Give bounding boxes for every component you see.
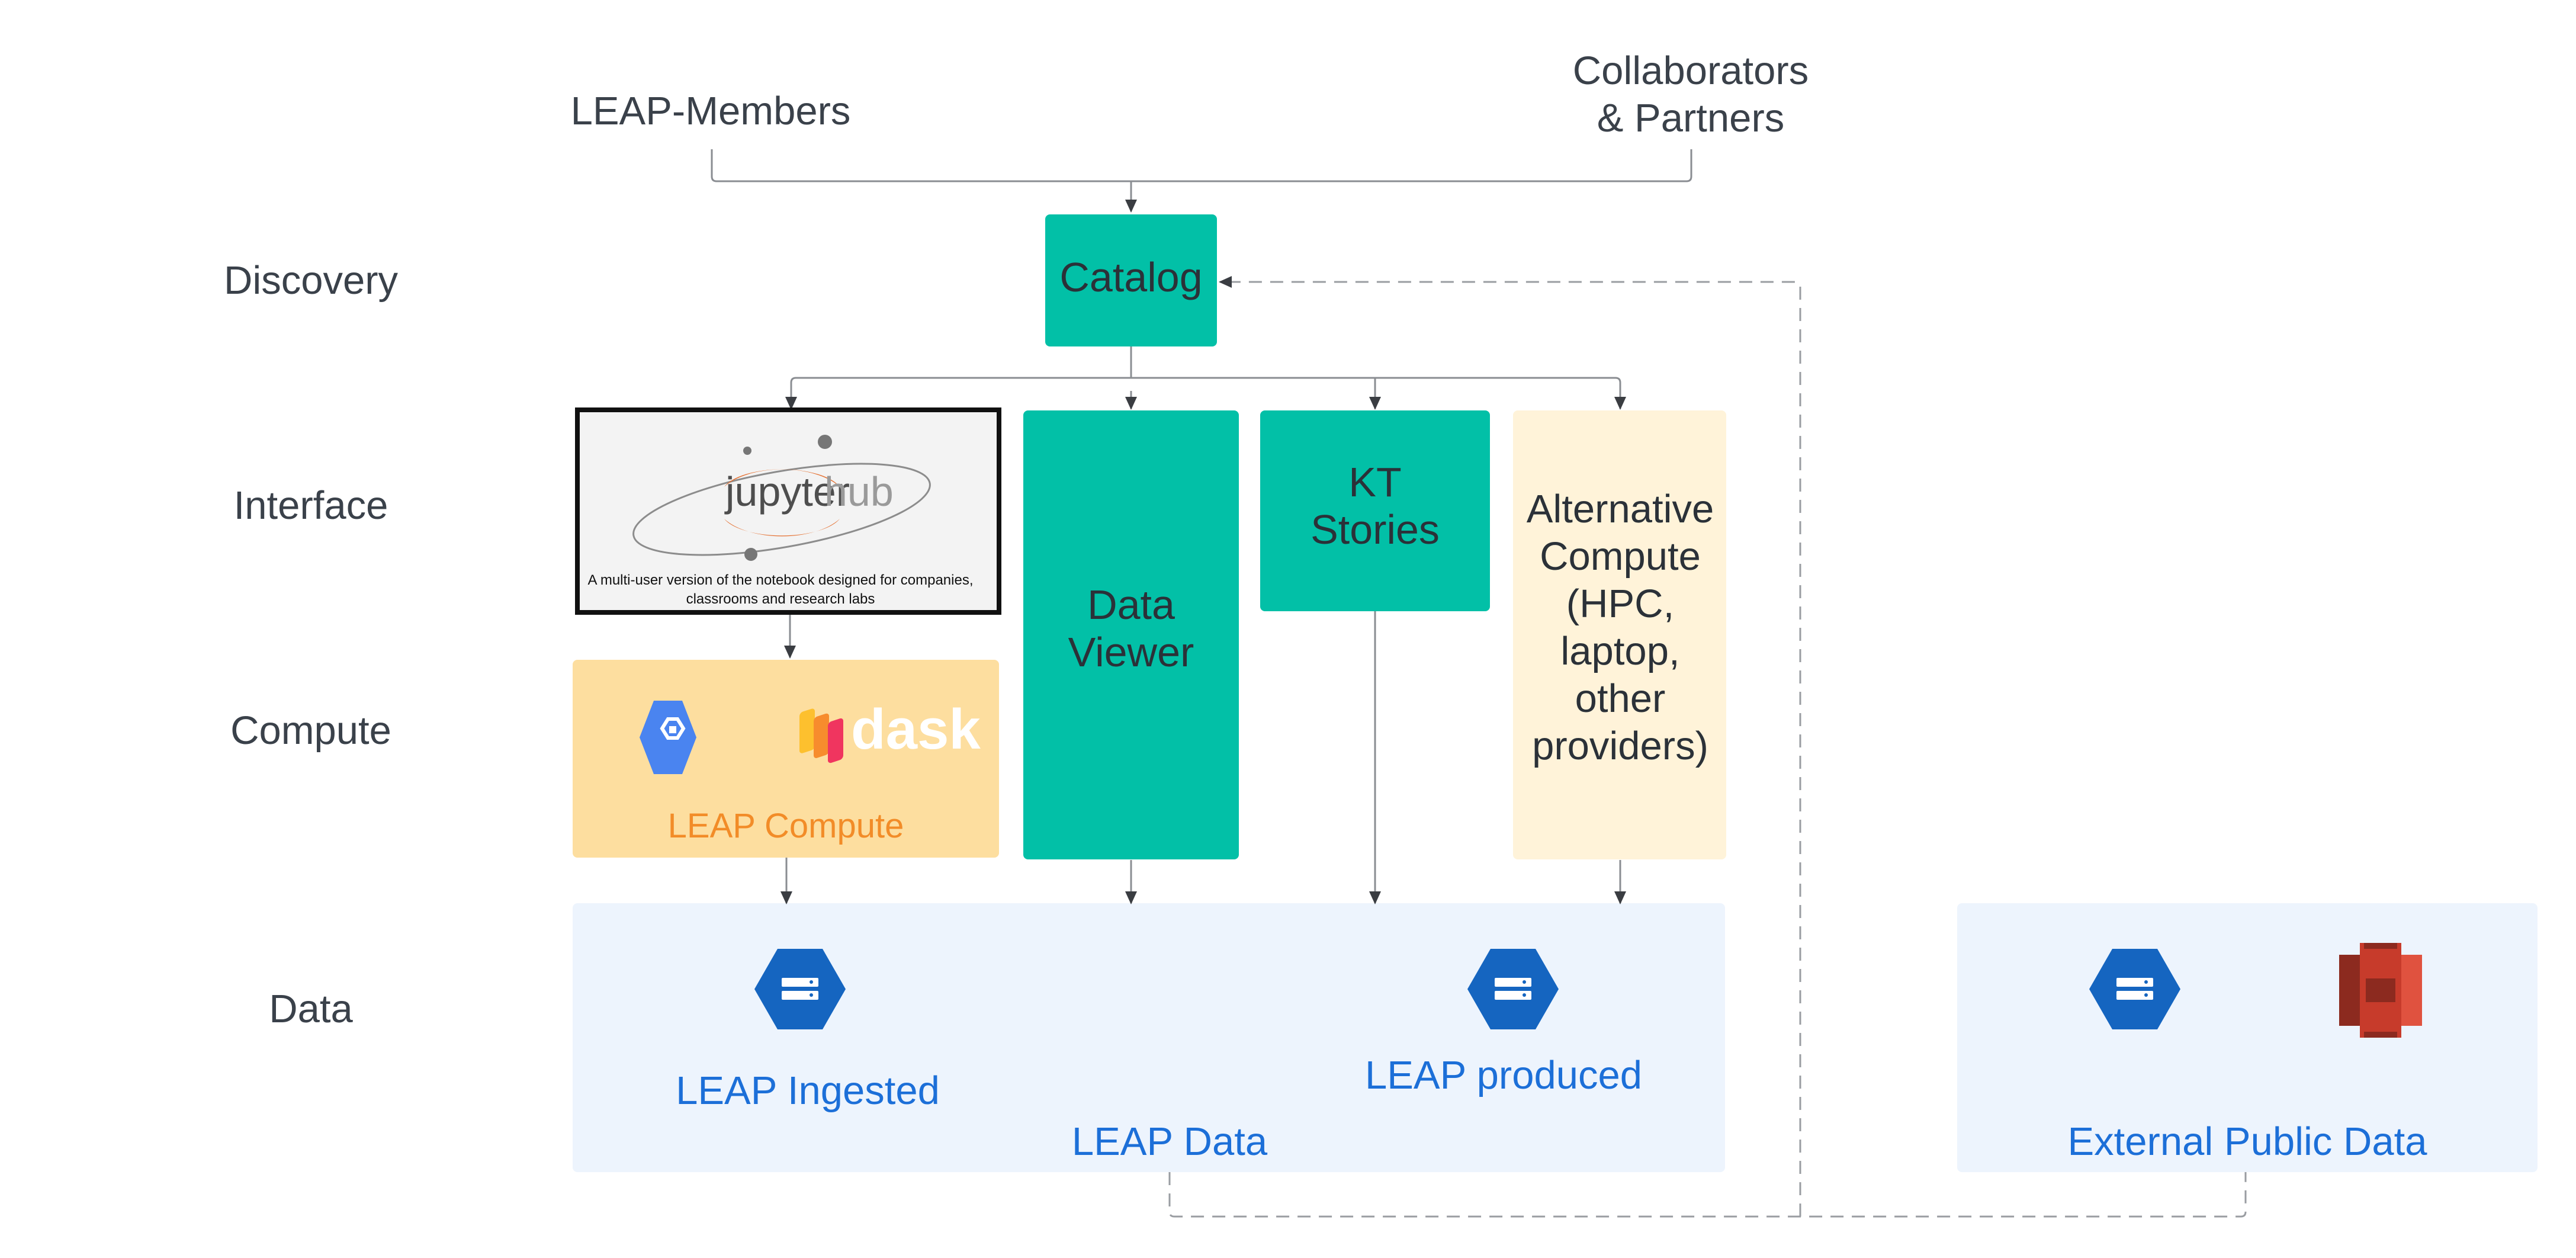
row-label-compute: Compute: [230, 708, 391, 753]
dask-logo-icon: dask: [799, 698, 981, 763]
catalog-box: [1045, 214, 1217, 346]
cloud-storage-icon: [754, 949, 846, 1029]
cloud-storage-icon: [1467, 949, 1559, 1029]
leap-data-container: [573, 903, 1725, 1172]
leap-ingested-label: LEAP Ingested: [676, 1068, 940, 1113]
actor-partners: & Partners: [1597, 96, 1785, 140]
jupyterhub-logo-icon: jupyter hub: [632, 435, 931, 561]
catalog-fanout-connector: [790, 346, 1621, 406]
cloud-storage-icon: [2089, 949, 2180, 1029]
dask-word: dask: [851, 698, 981, 761]
hub-word: hub: [824, 468, 894, 515]
actors-connector: [711, 149, 1692, 182]
data-viewer-box: [1023, 410, 1239, 859]
alt-compute-line-4: laptop,: [1560, 629, 1679, 673]
data-to-catalog-dashed-bottom: [1168, 1172, 2247, 1218]
jupyterhub-frame: [575, 407, 1001, 615]
leap-produced-label: LEAP produced: [1365, 1053, 1642, 1097]
kubernetes-engine-icon: [640, 701, 696, 774]
alt-compute-line-2: Compute: [1540, 534, 1701, 579]
aws-s3-icon: [2339, 943, 2422, 1038]
actor-collaborators: Collaborators: [1573, 49, 1809, 93]
jupyter-word: jupyter: [724, 468, 850, 515]
jupyterhub-caption-line2: classrooms and research labs: [686, 591, 875, 607]
jupyterhub-card: jupyter hub A multi-user version of the …: [575, 407, 1001, 615]
data-viewer-label-1: Data: [1087, 582, 1175, 628]
jupyterhub-caption-line1: A multi-user version of the notebook des…: [587, 572, 973, 588]
leap-data-label: LEAP Data: [1072, 1119, 1268, 1164]
kt-stories-box: [1260, 410, 1490, 611]
catalog-label: Catalog: [1059, 254, 1202, 300]
kt-stories-label-2: Stories: [1311, 506, 1440, 553]
row-label-discovery: Discovery: [224, 258, 399, 303]
actor-leap-members: LEAP-Members: [571, 89, 851, 133]
alt-compute-line-5: other: [1575, 676, 1666, 721]
alt-compute-line-3: (HPC,: [1566, 582, 1674, 626]
alt-compute-line-1: Alternative: [1527, 487, 1714, 531]
kt-stories-label-1: KT: [1348, 459, 1401, 505]
external-public-data-label: External Public Data: [2067, 1119, 2427, 1164]
data-viewer-label-2: Viewer: [1068, 629, 1194, 675]
alt-compute-line-6: providers): [1532, 724, 1708, 768]
alt-compute-box: [1513, 410, 1726, 859]
row-label-data: Data: [269, 987, 353, 1031]
leap-compute-label: LEAP Compute: [668, 807, 904, 845]
row-label-interface: Interface: [234, 483, 388, 528]
